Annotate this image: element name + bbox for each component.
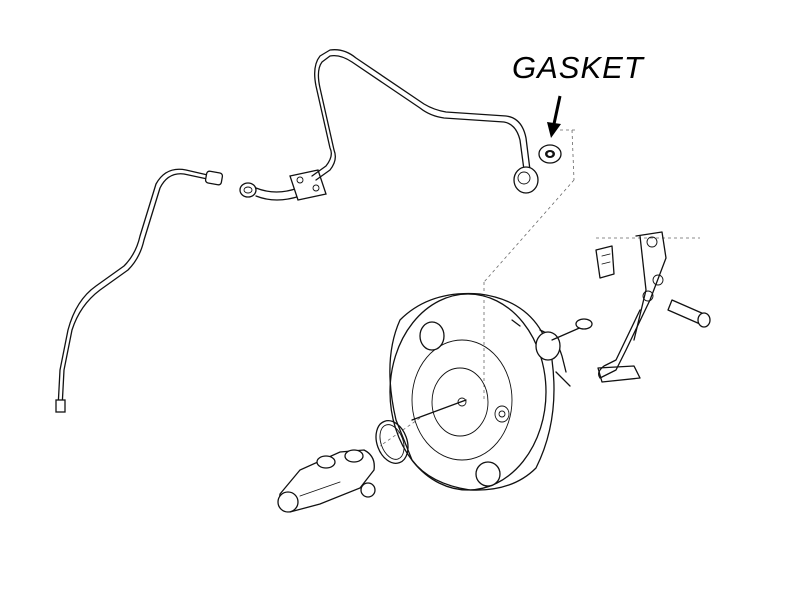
pedal-pin (667, 299, 711, 328)
gasket-ring (538, 144, 562, 164)
master-cylinder (277, 449, 376, 513)
brake-booster (389, 292, 593, 491)
spring-clip (595, 245, 615, 279)
o-ring (375, 420, 409, 464)
brake-pedal (597, 231, 667, 383)
vacuum-hose-long (55, 168, 224, 413)
gasket-label: GASKET (512, 50, 644, 85)
vacuum-pipe (311, 49, 539, 194)
gasket-pointer-arrow (547, 95, 562, 138)
check-valve-assembly (239, 169, 327, 201)
alignment-lines (379, 129, 700, 447)
